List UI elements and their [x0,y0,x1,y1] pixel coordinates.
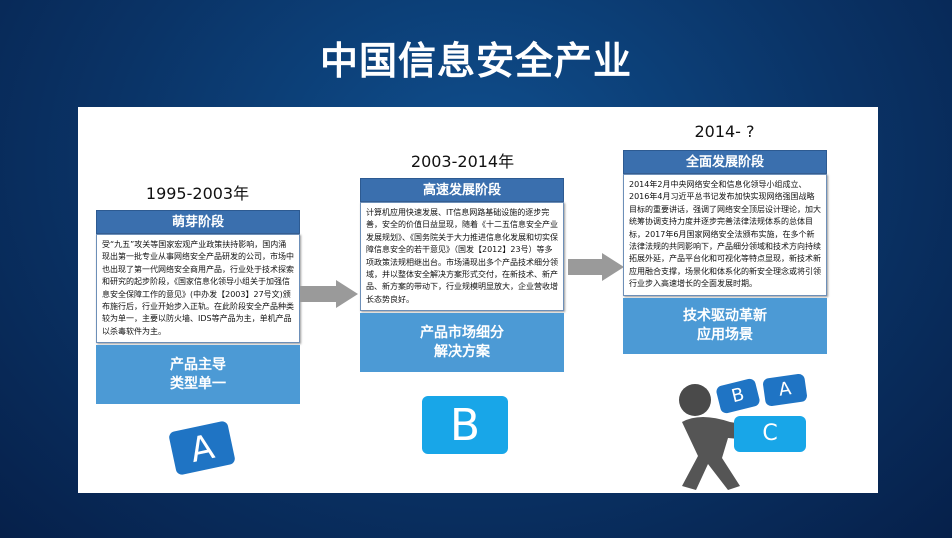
stage2-header: 高速发展阶段 [360,178,564,202]
stage3-feature-line2: 应用场景 [697,326,753,343]
badge-b: B [422,396,508,454]
badge-c: C [734,416,806,452]
stage2-card: 高速发展阶段 计算机应用快速发展、IT信息网路基础设施的逐步完善，安全的价值日益… [360,178,564,373]
stage2-text: 计算机应用快速发展、IT信息网路基础设施的逐步完善，安全的价值日益显现，随着《十… [360,202,564,312]
badge-a-small: A [762,373,808,407]
stage3-feature-line1: 技术驱动革新 [683,307,767,324]
slide-title: 中国信息安全产业 [319,39,632,83]
arrow-head-icon [336,280,358,308]
stage3-header: 全面发展阶段 [623,150,827,174]
arrow-right-icon [568,259,602,275]
stage1-feature-line1: 产品主导 [170,356,226,373]
stage1-feature-line2: 类型单一 [170,375,226,392]
stage1-header: 萌芽阶段 [96,210,300,234]
stage2-feature-line2: 解决方案 [434,343,490,360]
stage2-feature: 产品市场细分 解决方案 [360,313,564,373]
stage1-feature: 产品主导 类型单一 [96,345,300,405]
stage1-card: 萌芽阶段 受“九五”攻关等国家宏观产业政策扶持影响，国内涌现出第一批专业从事网络… [96,210,300,405]
stage3-year: 2014- ? [694,122,755,141]
stage3-text: 2014年2月中央网络安全和信息化领导小组成立、2016年4月习近平总书记发布加… [623,174,827,296]
stage3-card: 全面发展阶段 2014年2月中央网络安全和信息化领导小组成立、2016年4月习近… [623,150,827,354]
arrow-head-icon [602,253,624,281]
stage1-text: 受“九五”攻关等国家宏观产业政策扶持影响，国内涌现出第一批专业从事网络安全产品研… [96,234,300,344]
stage3-feature: 技术驱动革新 应用场景 [623,297,827,354]
stage2-feature-line1: 产品市场细分 [420,324,504,341]
stage1-year: 1995-2003年 [145,184,250,203]
stage2-year: 2003-2014年 [410,152,515,171]
arrow-right-icon [300,286,336,302]
